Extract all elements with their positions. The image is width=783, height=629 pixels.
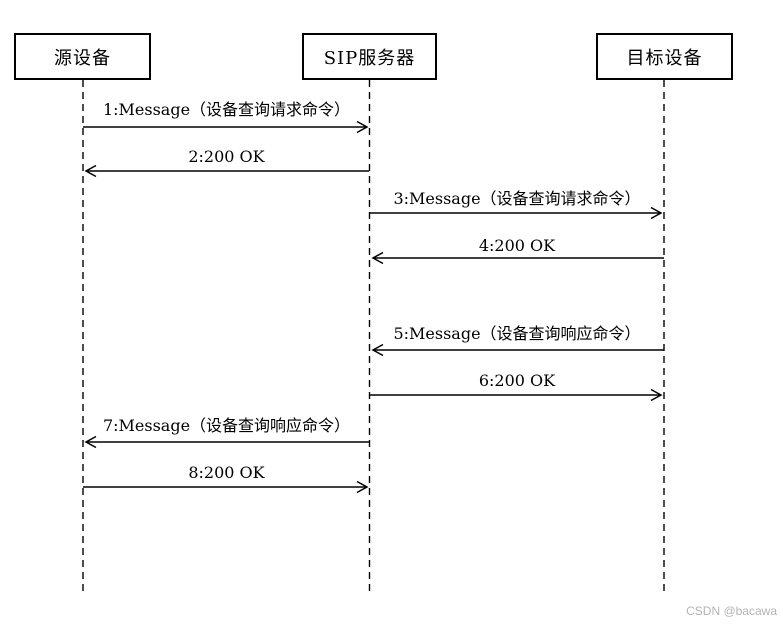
actor-box-target-device: 目标设备 (596, 33, 733, 80)
actor-box-source-device: 源设备 (14, 33, 151, 80)
message-label-2: 2:200 OK (188, 147, 265, 166)
actor-box-sip-server: SIP服务器 (302, 33, 437, 80)
message-label-4: 4:200 OK (478, 236, 556, 255)
message-label-8: 8:200 OK (188, 463, 265, 482)
message-label-6: 6:200 OK (478, 371, 556, 390)
actor-label-target-device: 目标设备 (626, 47, 703, 69)
message-label-5: 5:Message（设备查询响应命令） (393, 324, 641, 343)
actor-label-source-device: 源设备 (54, 47, 111, 69)
watermark-text: CSDN @bacawa (686, 604, 777, 618)
message-label-7: 7:Message（设备查询响应命令） (102, 416, 351, 435)
message-label-3: 3:Message（设备查询请求命令） (393, 189, 641, 208)
message-label-1: 1:Message（设备查询请求命令） (102, 100, 351, 119)
actor-label-sip-server: SIP服务器 (323, 47, 416, 69)
